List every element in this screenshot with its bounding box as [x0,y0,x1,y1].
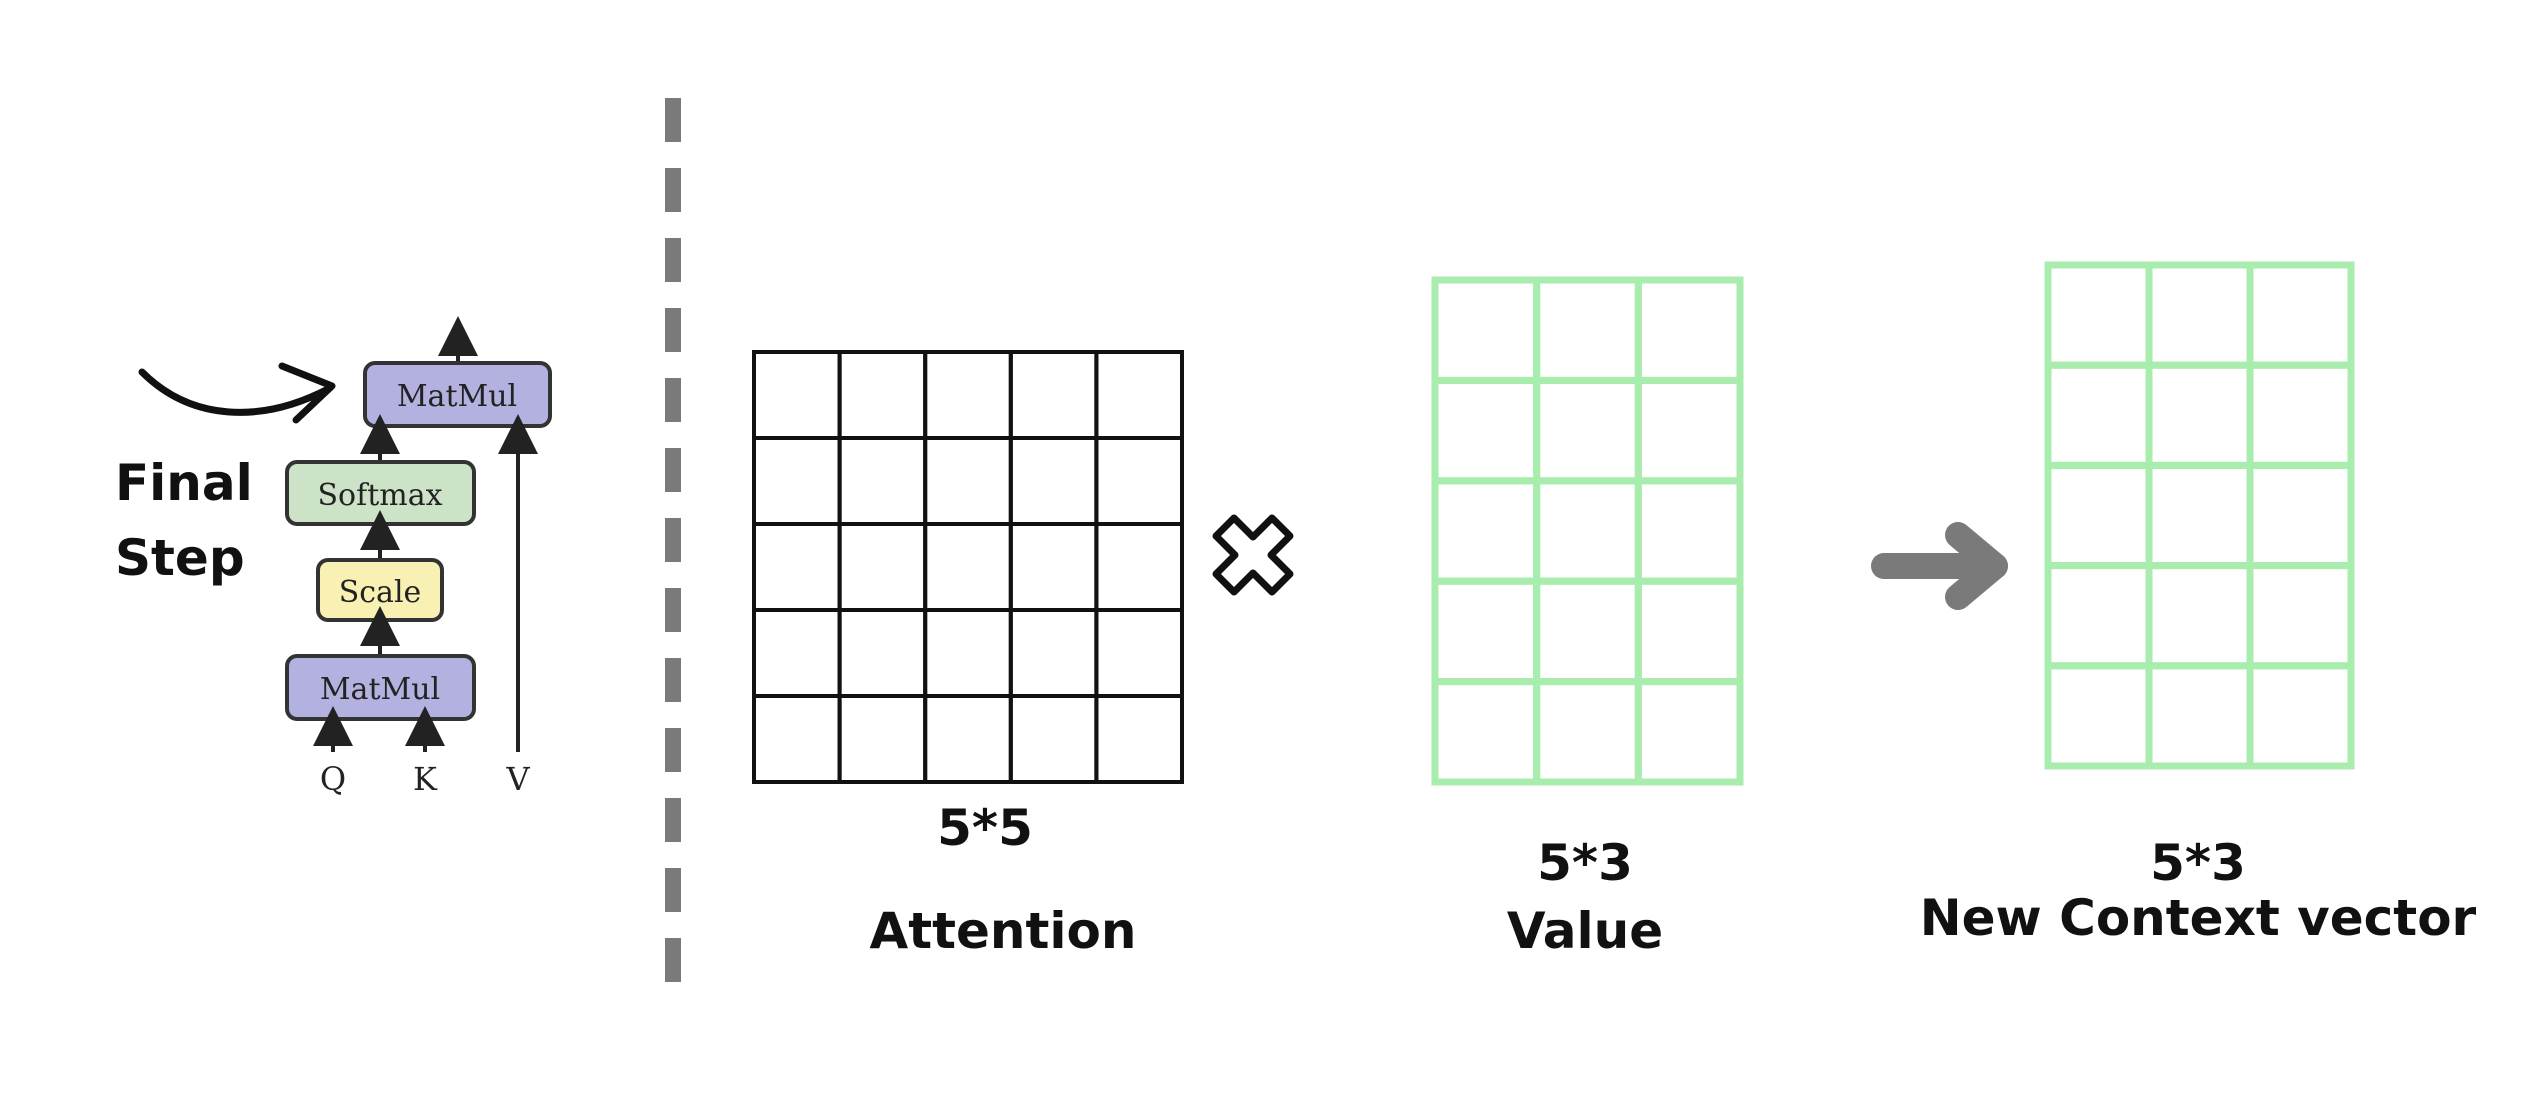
scale-label: Scale [339,575,422,610]
value-dims-label: 5*3 [1537,834,1633,892]
value-cell [1431,577,1541,686]
curved-arrow-head-icon [278,362,336,424]
attention-cell [752,436,842,526]
value-cell [1533,678,1642,786]
context-cell [2044,361,2153,469]
context-cell [2145,562,2254,670]
attention-cell [923,436,1013,526]
curved-arrow-icon [138,368,334,416]
multiply-icon [1212,514,1294,596]
value-cell [1431,276,1541,384]
attention-cell [1094,350,1185,440]
value-cell [1431,376,1541,485]
attention-cell [923,694,1013,784]
context-cell [2145,361,2254,469]
context-cell [2246,461,2355,570]
attention-cell [752,608,842,698]
context-matrix [2044,261,2355,770]
value-name-label: Value [1507,902,1663,960]
value-cell [1634,678,1744,786]
attention-cell [1008,694,1099,784]
value-cell [1634,276,1744,384]
context-cell [2246,662,2355,770]
context-dims-label: 5*3 [2150,834,2246,892]
context-cell [2145,461,2254,570]
attention-matrix [752,350,1185,784]
attention-cell [1008,436,1099,526]
value-cell [1533,577,1642,686]
context-cell [2246,261,2355,369]
callout-line-2: Step [115,529,245,587]
attention-cell [923,522,1013,612]
attention-cell [1094,694,1185,784]
attention-cell [923,350,1013,440]
value-cell [1634,577,1744,686]
attention-cell [837,694,928,784]
context-cell [2145,261,2254,369]
attention-cell [1094,608,1185,698]
attention-cell [837,608,928,698]
attention-cell [837,436,928,526]
value-cell [1634,477,1744,585]
attention-dims-label: 5*5 [937,799,1033,857]
attention-cell [752,694,842,784]
attention-cell [837,522,928,612]
context-cell [2044,461,2153,570]
context-cell [2145,662,2254,770]
attention-name-label: Attention [870,902,1137,960]
attention-block-diagram: Final Step MatMul Softmax Scale MatMul Q… [115,316,552,798]
value-cell [1533,477,1642,585]
callout-line-1: Final [115,454,253,512]
context-cell [2044,662,2153,770]
v-label: V [505,760,530,798]
context-cell [2246,562,2355,670]
value-cell [1431,477,1541,585]
q-label: Q [320,760,346,798]
attention-cell [837,350,928,440]
attention-cell [1008,522,1099,612]
attention-cell [923,608,1013,698]
right-arrow-icon [1871,522,2008,610]
attention-cell [752,522,842,612]
value-cell [1431,678,1541,786]
matmul-bottom-box [285,654,476,721]
value-cell [1634,376,1744,485]
k-label: K [413,760,438,798]
attention-cell [1008,350,1099,440]
value-cell [1533,376,1642,485]
attention-cell [1094,522,1185,612]
attention-cell [1008,608,1099,698]
attention-cell [752,350,842,440]
context-name-label: New Context vector [1920,889,2477,947]
value-cell [1533,276,1642,384]
attention-cell [1094,436,1185,526]
matmul-bottom-label: MatMul [320,672,440,707]
softmax-label: Softmax [317,478,442,513]
context-cell [2246,361,2355,469]
value-matrix [1431,276,1744,786]
matmul-top-label: MatMul [397,379,517,414]
context-cell [2044,562,2153,670]
matmul-top-box [363,361,552,428]
context-cell [2044,261,2153,369]
